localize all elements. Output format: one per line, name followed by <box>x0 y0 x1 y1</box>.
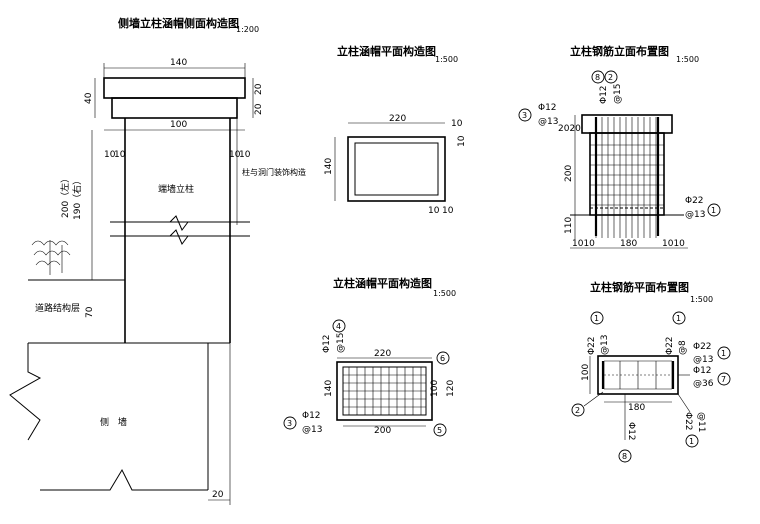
side-view-scale: 1:200 <box>236 25 259 34</box>
plan-bottom-at15: @15 <box>336 333 346 353</box>
side-dim-10c: 10 <box>229 150 241 160</box>
plan-top-dim-140: 140 <box>324 158 334 175</box>
column-note: 柱与洞门装饰构造 <box>242 167 306 177</box>
side-dim-140: 140 <box>170 58 187 68</box>
plan-bottom-mark-4: 4 <box>336 322 341 331</box>
elev-mark-2: 2 <box>608 73 613 82</box>
side-dim-190: 190（右） <box>71 176 83 220</box>
plan-rebar-left-at13: @13 <box>600 335 610 355</box>
side-dim-10d: 10 <box>239 150 251 160</box>
plan-view-top: 立柱涵帽平面构造图 1:500 220 140 10 10 10 10 <box>324 44 467 216</box>
plan-top-dim-220: 220 <box>389 114 406 124</box>
plan-top-dim-10d: 10 <box>442 206 454 216</box>
plan-bottom-mark-6: 6 <box>440 354 445 363</box>
plan-bottom-mark-3: 3 <box>287 419 292 428</box>
plan-rebar-mark-1d: 1 <box>689 437 694 446</box>
elev-right-phi22: Φ22 <box>685 196 704 206</box>
side-view-title: 侧墙立柱涵帽侧面构造图 <box>118 16 239 30</box>
cap-top <box>103 77 246 99</box>
plan-bottom-title: 立柱涵帽平面构造图 <box>333 276 432 290</box>
elev-dim-1010a: 1010 <box>572 239 595 249</box>
elevation-rebar: 立柱钢筋立面布置图 1:500 8 2 Φ12 @15 3 Φ12 @13 <box>518 44 721 249</box>
plan-rebar-mark-7: 7 <box>721 375 726 384</box>
elev-dim-110: 110 <box>564 217 574 234</box>
plan-rebar-mark-8: 8 <box>622 452 627 461</box>
plan-rebar-right-at36: @36 <box>693 379 714 389</box>
plan-rebar-dim-180: 180 <box>628 403 645 413</box>
elev-phi12: Φ12 <box>599 85 609 104</box>
plan-rebar-mark-1c: 1 <box>721 349 726 358</box>
shrub-symbol <box>31 240 71 275</box>
cap-lower <box>111 97 238 119</box>
plan-bottom-scale: 1:500 <box>433 289 456 298</box>
elev-right-at13: @13 <box>685 210 705 220</box>
plan-view-bottom: 立柱涵帽平面构造图 1:500 Φ12 @15 4 220 6 140 100 … <box>283 276 456 437</box>
plan-rebar-mark-1a: 1 <box>594 314 599 323</box>
plan-bottom-left-phi12: Φ12 <box>302 411 321 421</box>
plan-rebar-title: 立柱钢筋平面布置图 <box>590 280 689 294</box>
plan-rebar-mark-2: 2 <box>575 406 580 415</box>
plan-bottom-dim-220: 220 <box>374 349 391 359</box>
plan-rebar-right-phi22: Φ22 <box>693 342 712 352</box>
side-dim-10b: 10 <box>114 150 126 160</box>
side-wall-label: 侧 墙 <box>100 416 127 428</box>
plan-rebar-bottom-at11: @11 <box>696 412 706 432</box>
cap-outline <box>347 136 446 202</box>
side-dim-20-bottom: 20 <box>212 490 224 500</box>
elev-mark-1: 1 <box>711 206 716 215</box>
plan-rebar-mark-1b: 1 <box>676 314 681 323</box>
elev-dim-200: 200 <box>564 165 574 182</box>
plan-rebar-mid-at8: @8 <box>678 340 688 355</box>
plan-bottom-dim-140: 140 <box>324 380 334 397</box>
elev-left-phi12: Φ12 <box>538 103 557 113</box>
elev-dim-2020: 2020 <box>558 124 581 134</box>
plan-rebar-right-phi12: Φ12 <box>693 366 712 376</box>
elev-dim-180: 180 <box>620 239 637 249</box>
plan-bottom-dim-200: 200 <box>374 426 391 436</box>
elev-mark-8: 8 <box>595 73 600 82</box>
column-label: 端墙立柱 <box>158 183 194 195</box>
side-dim-100: 100 <box>170 120 187 130</box>
elev-title: 立柱钢筋立面布置图 <box>570 44 669 58</box>
elev-mark-3: 3 <box>522 111 527 120</box>
plan-bottom-left-at13: @13 <box>302 425 322 435</box>
elev-scale: 1:500 <box>676 55 699 64</box>
cap-inner <box>354 142 439 196</box>
plan-top-dim-10c: 10 <box>428 206 440 216</box>
side-dim-10a: 10 <box>104 150 116 160</box>
side-dim-70: 70 <box>85 306 95 318</box>
plan-top-scale: 1:500 <box>435 55 458 64</box>
side-view: 侧墙立柱涵帽侧面构造图 1:200 140 40 20 20 100 10 10… <box>9 16 306 505</box>
plan-rebar-scale: 1:500 <box>690 295 713 304</box>
elev-left-at13: @13 <box>538 117 558 127</box>
plan-rebar-right-at13: @13 <box>693 355 713 365</box>
plan-rebar: 立柱钢筋平面布置图 1:500 1 Φ22 @13 Φ22 @8 1 Φ22 @… <box>571 280 731 463</box>
plan-rebar-bottom-phi22: Φ22 <box>683 412 693 431</box>
side-dim-20a: 20 <box>254 83 264 95</box>
plan-top-dim-10b: 10 <box>457 135 467 147</box>
side-dim-200: 200（左） <box>59 174 71 218</box>
plan-bottom-mark-5: 5 <box>437 426 442 435</box>
plan-bottom-dim-100: 100 <box>430 380 440 397</box>
plan-rebar-bottom-phi12: Φ12 <box>626 422 636 441</box>
road-label: 道路结构层 <box>35 302 80 314</box>
elev-at15: @15 <box>613 84 623 104</box>
plan-bottom-phi12: Φ12 <box>322 334 332 353</box>
plan-rebar-left-phi22: Φ22 <box>587 336 597 355</box>
plan-top-title: 立柱涵帽平面构造图 <box>337 44 436 58</box>
elev-dim-1010b: 1010 <box>662 239 685 249</box>
plan-top-dim-10a: 10 <box>451 119 463 129</box>
side-dim-20b: 20 <box>254 103 264 115</box>
plan-rebar-dim-100: 100 <box>581 364 591 381</box>
side-dim-40: 40 <box>84 92 94 104</box>
plan-bottom-dim-120: 120 <box>446 380 456 397</box>
plan-rebar-mid-phi22: Φ22 <box>665 336 675 355</box>
